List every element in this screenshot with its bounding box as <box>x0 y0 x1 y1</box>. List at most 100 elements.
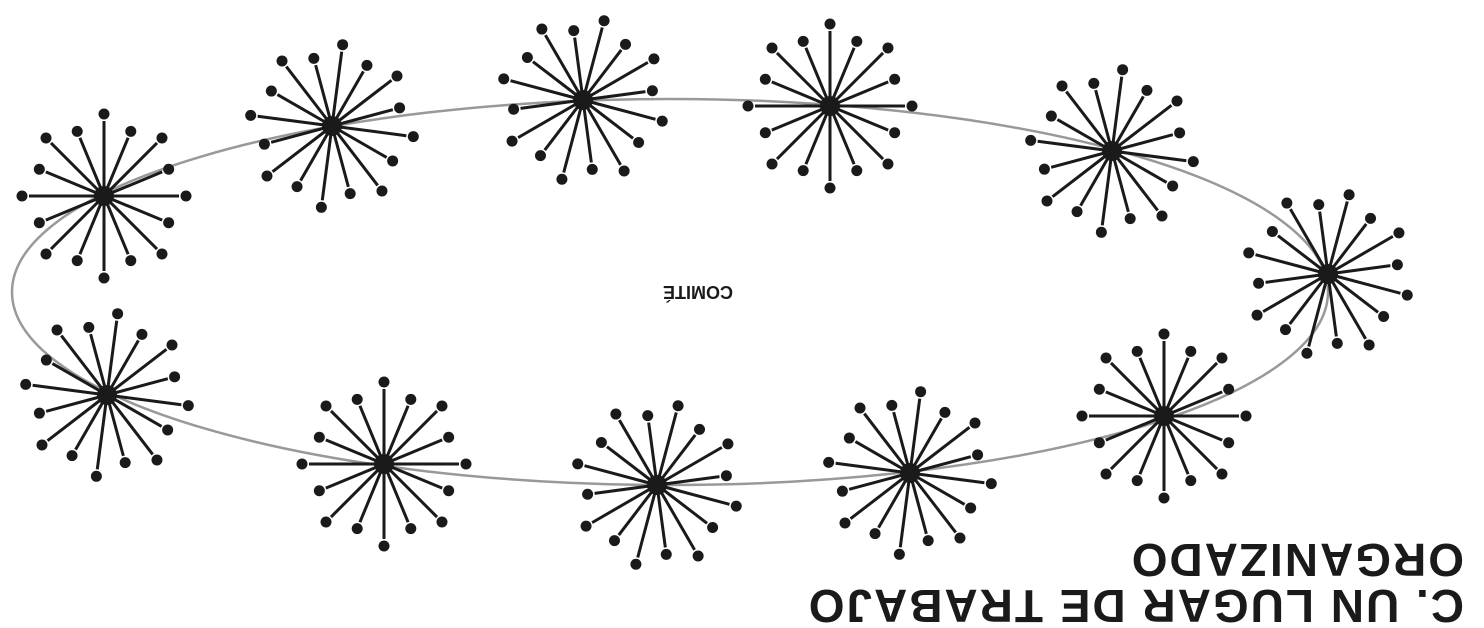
person-dot <box>313 431 325 443</box>
connection-line <box>908 417 943 474</box>
person-dot <box>1378 311 1390 323</box>
connection-line <box>1162 415 1190 475</box>
connection-line <box>898 472 912 548</box>
connection-line <box>358 463 386 523</box>
person-dot <box>1401 289 1413 301</box>
person-dot <box>156 132 168 144</box>
connection-line <box>908 472 928 535</box>
connection-line <box>60 334 109 396</box>
person-dot <box>1279 324 1291 336</box>
person-dot <box>40 132 52 144</box>
connection-line <box>330 51 344 127</box>
connection-line <box>909 471 985 485</box>
connection-line <box>908 472 957 534</box>
connection-line <box>299 125 334 182</box>
connection-line <box>1326 201 1349 275</box>
connection-line <box>78 195 106 255</box>
connection-line <box>1327 264 1391 276</box>
person-dot <box>36 439 48 451</box>
connection-line <box>854 440 911 475</box>
person-dot <box>954 532 966 544</box>
person-dot <box>1223 437 1235 449</box>
person-dot <box>851 35 863 47</box>
person-cluster <box>498 15 668 185</box>
person-dot <box>337 39 349 51</box>
person-dot <box>1281 197 1293 209</box>
connection-line <box>1111 104 1173 153</box>
person-dot <box>985 478 997 490</box>
person-dot <box>98 108 110 120</box>
connection-line <box>655 412 678 486</box>
connection-line <box>331 124 407 138</box>
connection-line <box>1138 357 1166 417</box>
person-dot <box>376 185 388 197</box>
person-dot <box>1185 475 1197 487</box>
connection-line <box>877 472 912 529</box>
person-dot <box>1076 410 1088 422</box>
connection-line <box>320 125 334 201</box>
person-dot <box>276 55 288 67</box>
person-dot <box>443 431 455 443</box>
connection-line <box>909 426 971 475</box>
person-dot <box>1093 383 1105 395</box>
person-dot <box>40 354 52 366</box>
connection-line <box>647 422 659 486</box>
connection-line <box>1162 414 1219 471</box>
organizer-node <box>94 186 114 206</box>
person-dot <box>610 408 622 420</box>
person-dot <box>163 163 175 175</box>
person-dot <box>586 163 598 175</box>
connection-line <box>270 124 333 144</box>
connection-line <box>32 383 108 397</box>
title-line-1: C. UN LUGAR DE TRABAJO <box>807 580 1464 628</box>
connection-line <box>382 462 439 519</box>
person-dot <box>582 488 594 500</box>
person-dot <box>508 103 520 115</box>
connection-line <box>1162 357 1190 417</box>
connection-line <box>382 405 410 465</box>
person-dot <box>1131 475 1143 487</box>
person-dot <box>595 436 607 448</box>
person-dot <box>460 458 472 470</box>
person-dot <box>245 109 257 121</box>
organizer-node <box>374 454 394 474</box>
connection-line <box>909 455 972 475</box>
connection-line <box>331 124 388 159</box>
person-dot <box>33 407 45 419</box>
person-dot <box>648 53 660 65</box>
organizer-node <box>322 116 342 136</box>
connection-line <box>582 98 656 121</box>
person-dot <box>351 393 363 405</box>
person-dot <box>854 402 866 414</box>
person-dot <box>506 135 518 147</box>
person-dot <box>156 248 168 260</box>
person-dot <box>823 456 835 468</box>
organizer-node <box>1318 264 1338 284</box>
person-dot <box>882 42 894 54</box>
person-dot <box>33 163 45 175</box>
person-dot <box>1041 195 1053 207</box>
connection-line <box>1327 272 1379 314</box>
person-dot <box>1223 383 1235 395</box>
connection-line <box>582 98 634 140</box>
connection-line <box>102 194 159 251</box>
connection-line <box>562 99 585 173</box>
person-dot <box>536 23 548 35</box>
person-dot <box>498 73 510 85</box>
person-dot <box>759 73 771 85</box>
person-dot <box>405 393 417 405</box>
connection-line <box>1111 149 1187 163</box>
person-dot <box>1313 199 1325 211</box>
person-dot <box>824 18 836 30</box>
connection-line <box>1056 118 1113 153</box>
person-dot <box>521 51 533 63</box>
connection-line <box>45 170 105 198</box>
person-dot <box>1251 309 1263 321</box>
connection-line <box>606 445 658 487</box>
connection-line <box>1111 149 1168 184</box>
person-dot <box>939 406 951 418</box>
person-dot <box>51 324 63 336</box>
person-dot <box>151 454 163 466</box>
person-dot <box>169 371 181 383</box>
person-dot <box>568 25 580 37</box>
